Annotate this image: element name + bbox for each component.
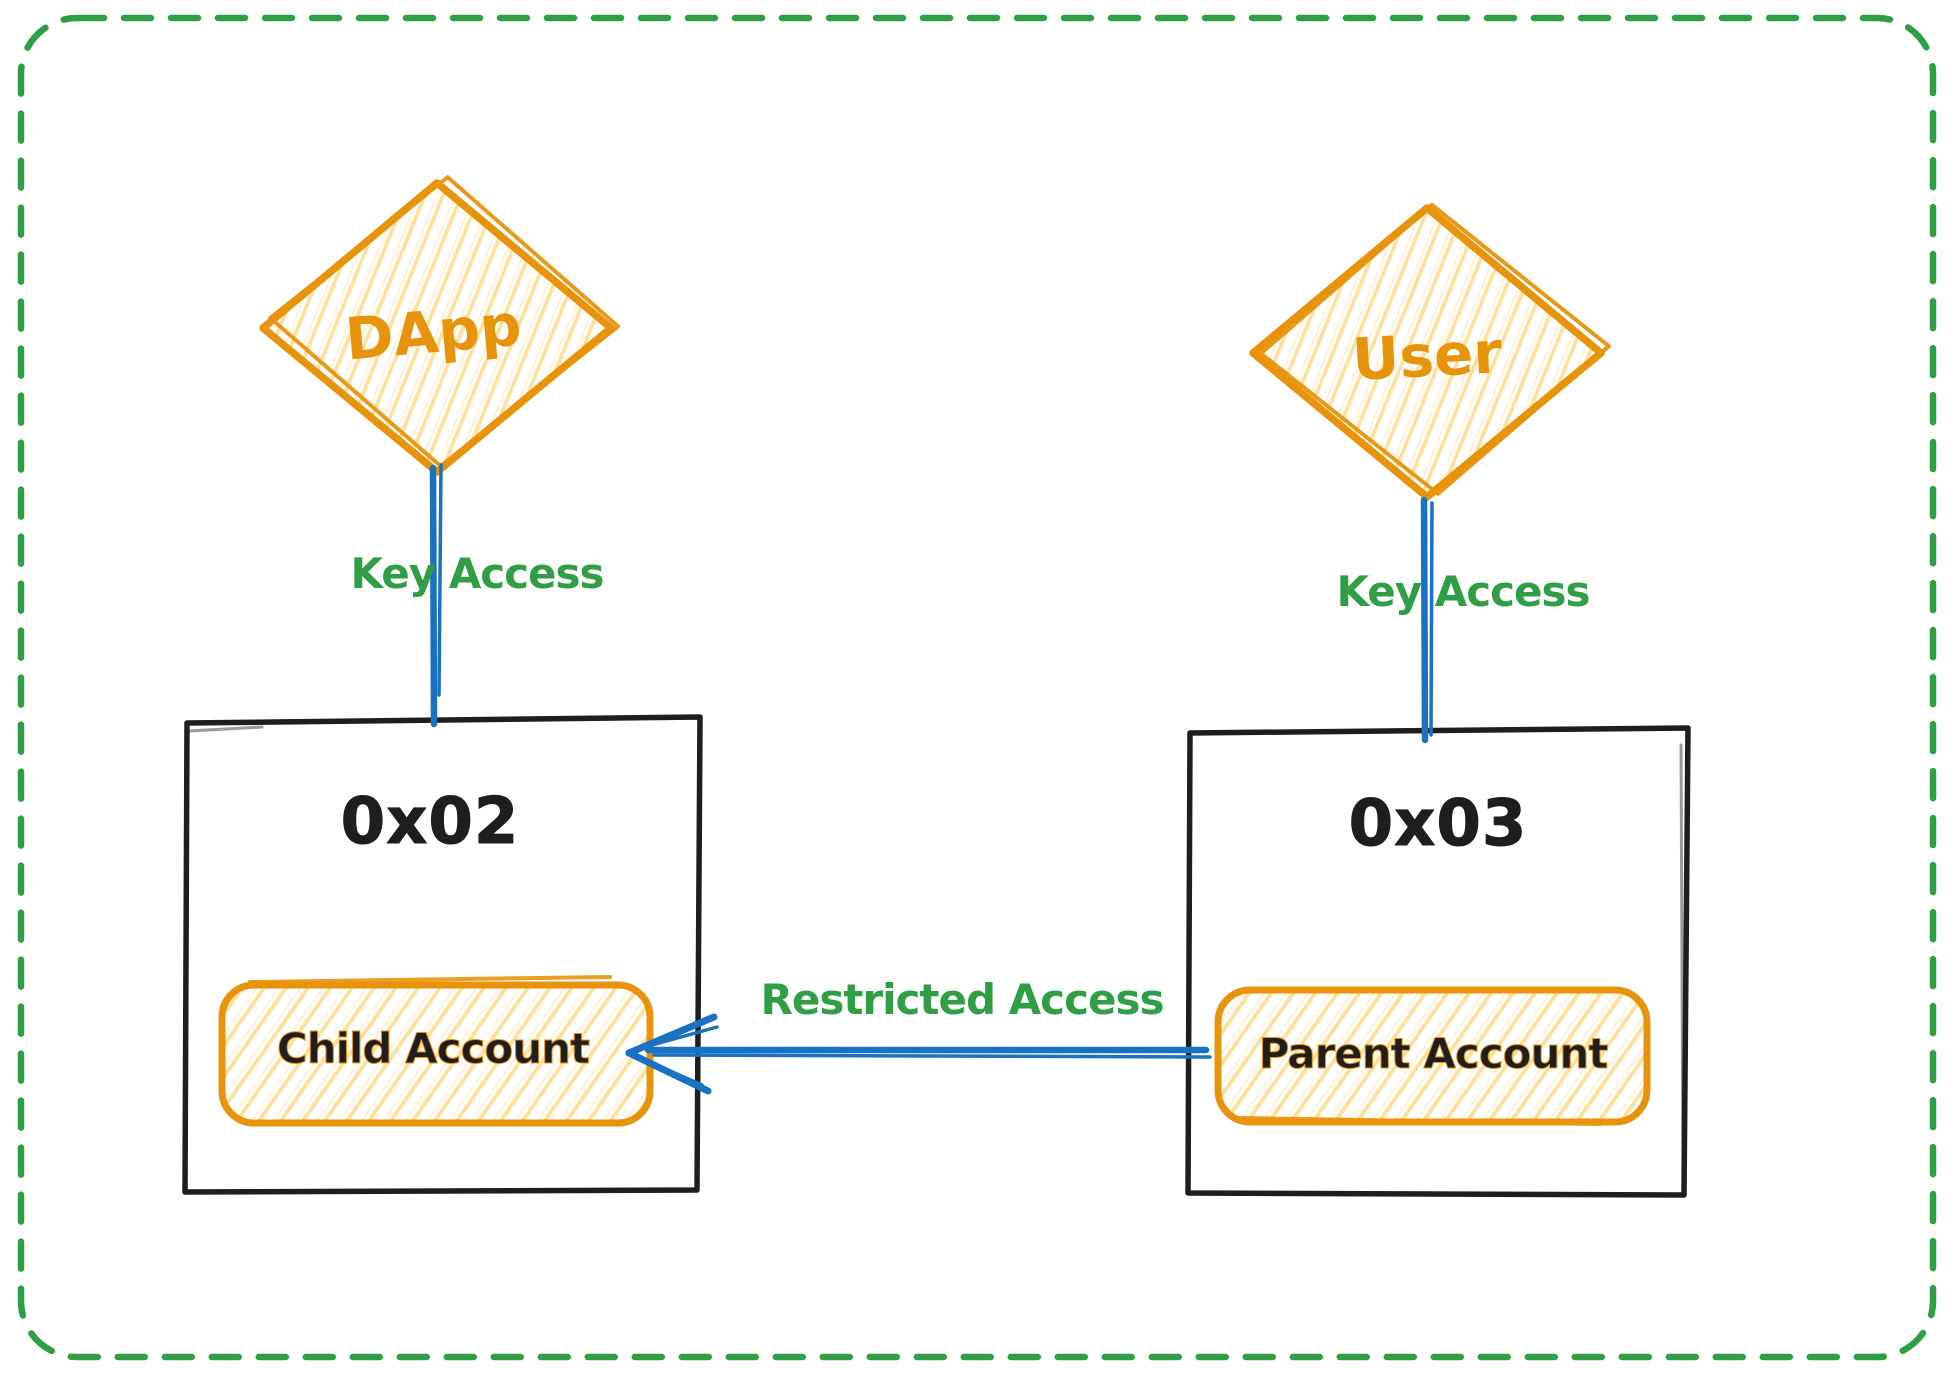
child-account-box[interactable]: Child Account [218,975,654,1127]
parent-account-box[interactable]: Parent Account [1214,986,1651,1126]
dashed-frame [17,14,1937,1361]
user-label: User [1350,318,1503,394]
arrow-sketch-line [652,1053,1212,1059]
diamond-sketch-outline [1258,202,1611,496]
arrowhead-lower-sketch [633,1054,704,1087]
connector-line [1420,496,1429,744]
sketch-stroke [248,975,612,984]
restricted-access-label: Restricted Access [761,975,1164,1024]
parent-account-label: Parent Account [1259,1029,1609,1078]
rounded-box-outline [218,981,654,1127]
dapp-diamond-node[interactable]: DApp [259,173,622,476]
connector-line [429,464,438,728]
key-access-label-left: Key Access [350,549,603,598]
connector-user-to-0x03[interactable] [1420,496,1434,744]
key-access-label-right: Key Access [1336,567,1589,616]
sketch-stroke [1238,1116,1602,1126]
child-account-label: Child Account [277,1024,590,1073]
connector-dapp-to-0x02[interactable] [429,463,443,728]
account-address-label: 0x02 [341,785,520,859]
connector-sketch-line [1429,501,1434,737]
sketch-stroke [1679,743,1685,1187]
dapp-label: DApp [343,291,524,374]
connector-parent-to-child-arrow[interactable] [625,1013,1212,1095]
user-diamond-node[interactable]: User [1249,201,1612,501]
sketch-stroke [187,725,264,733]
account-address-label: 0x03 [1349,787,1528,861]
diamond-outline [1249,204,1605,501]
arrowhead-upper-sketch [632,1025,719,1052]
connector-sketch-line [437,463,443,697]
